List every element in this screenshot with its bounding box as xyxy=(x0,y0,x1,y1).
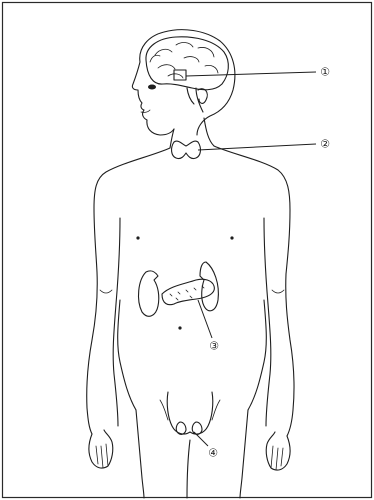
kidney-left xyxy=(139,271,159,316)
inner-arm-left xyxy=(113,218,120,426)
elbow-right xyxy=(272,290,284,293)
brain xyxy=(146,37,228,90)
genital-outline xyxy=(167,392,213,434)
image-border xyxy=(3,3,372,498)
callout-3: ③ xyxy=(209,340,219,353)
elbow-left xyxy=(100,290,112,293)
ear xyxy=(198,89,207,104)
hand-right xyxy=(266,432,290,470)
waist-right xyxy=(248,300,266,410)
head-outline xyxy=(132,30,235,135)
waist-left xyxy=(118,300,136,410)
head xyxy=(132,30,235,135)
inner-arm-right xyxy=(264,218,271,426)
leg-left xyxy=(136,410,144,498)
eye xyxy=(148,85,156,90)
hand-left xyxy=(89,430,113,468)
body-outline xyxy=(87,118,294,498)
testis-right xyxy=(192,422,202,434)
leader-line-1 xyxy=(186,72,316,76)
callout-4: ④ xyxy=(208,447,218,460)
testis-left xyxy=(176,422,186,434)
neck xyxy=(170,118,214,148)
thyroid-gland xyxy=(172,141,201,158)
callout-1: ① xyxy=(320,66,330,79)
navel xyxy=(178,326,181,329)
mouth xyxy=(141,110,150,112)
brain-folds xyxy=(150,43,218,78)
nipple-left xyxy=(136,236,139,239)
leader-line-3 xyxy=(198,300,212,338)
nipple-right xyxy=(230,236,233,239)
leg-right xyxy=(240,410,248,498)
callout-2: ② xyxy=(320,138,330,151)
pancreas-texture xyxy=(170,286,204,300)
leader-line-4 xyxy=(194,432,208,446)
torso-right xyxy=(214,146,294,436)
inner-leg xyxy=(187,440,190,498)
